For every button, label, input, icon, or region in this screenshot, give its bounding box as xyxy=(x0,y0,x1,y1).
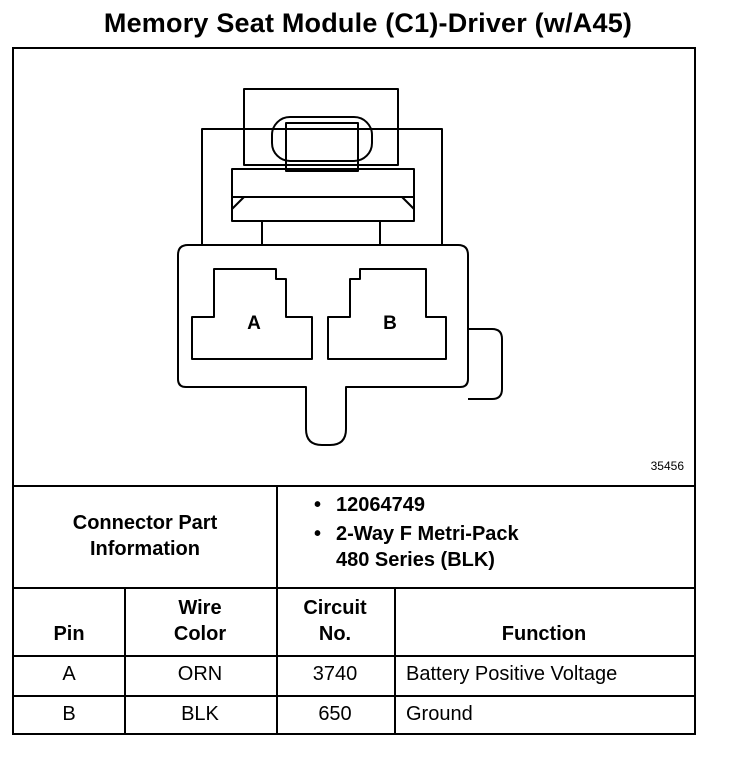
divider xyxy=(14,655,694,657)
connector-sheet: A B 35456 Connector Part Information •12… xyxy=(12,47,696,735)
connector-face xyxy=(177,244,469,446)
divider xyxy=(14,695,694,697)
col-header-pin: Pin xyxy=(53,623,85,645)
connector-label-line: Information xyxy=(90,538,200,560)
divider xyxy=(276,587,278,733)
table-cell-wire-color: ORN xyxy=(177,663,223,685)
cavity-a-outline xyxy=(191,268,313,360)
table-cell-circuit: 3740 xyxy=(312,663,358,685)
table-cell-pin: B xyxy=(62,703,76,725)
connector-series: 480 Series (BLK) xyxy=(336,549,495,571)
divider xyxy=(124,587,126,733)
latch-tab xyxy=(285,122,359,172)
list-item: •12064749 xyxy=(314,494,425,516)
connector-part-info-label: Connector Part Information xyxy=(14,489,276,583)
col-header-function: Function xyxy=(501,623,587,645)
header-line: Circuit xyxy=(303,597,367,619)
cavity-a-label: A xyxy=(247,313,261,334)
list-item: •2-Way F Metri-Pack 480 Series (BLK) xyxy=(314,520,684,575)
page-title: Memory Seat Module (C1)-Driver (w/A45) xyxy=(103,8,633,38)
divider xyxy=(14,587,694,589)
header-line: Color xyxy=(173,623,227,645)
table-cell-circuit: 650 xyxy=(318,703,352,725)
connector-part-list: •12064749 •2-Way F Metri-Pack 480 Series… xyxy=(314,491,684,575)
cavity-b-outline xyxy=(327,268,447,360)
table-cell-wire-color: BLK xyxy=(181,703,219,725)
header-line: Wire xyxy=(178,597,222,619)
drawing-number: 35456 xyxy=(650,459,684,473)
col-header-circuit: Circuit No. xyxy=(276,595,394,647)
connector-collar xyxy=(231,168,415,222)
connector-diagram: A B xyxy=(177,88,503,446)
connector-type: 2-Way F Metri-Pack xyxy=(336,523,519,545)
divider xyxy=(276,485,278,587)
connector-label-line: Connector Part xyxy=(72,512,218,534)
connector-latch xyxy=(243,88,399,166)
part-number: 12064749 xyxy=(336,494,425,516)
divider xyxy=(14,485,694,487)
cavity-b-label: B xyxy=(383,313,397,334)
table-cell-function: Ground xyxy=(406,703,473,725)
connector-housing-rear xyxy=(201,128,443,246)
connector-key xyxy=(468,328,503,400)
table-cell-function: Battery Positive Voltage xyxy=(406,663,618,685)
latch-slot xyxy=(271,116,373,162)
table-cell-pin: A xyxy=(62,663,76,685)
divider xyxy=(394,587,396,733)
header-line: No. xyxy=(318,623,352,645)
col-header-wire-color: Wire Color xyxy=(124,595,276,647)
